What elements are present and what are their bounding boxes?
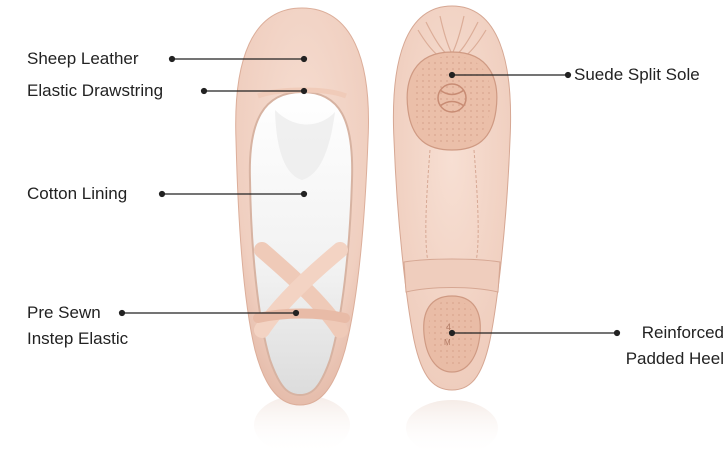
label-pre-sewn-instep-elastic: Pre Sewn Instep Elastic xyxy=(27,300,128,352)
label-heel-line2: Padded Heel xyxy=(626,346,724,372)
label-suede-split-sole: Suede Split Sole xyxy=(574,62,700,88)
label-pre-sewn-line1: Pre Sewn xyxy=(27,300,128,326)
left-shoe-top-view xyxy=(236,8,369,455)
label-elastic-drawstring: Elastic Drawstring xyxy=(27,78,163,104)
label-reinforced-padded-heel: Reinforced Padded Heel xyxy=(626,320,724,372)
label-heel-line1: Reinforced xyxy=(626,320,724,346)
label-sheep-leather: Sheep Leather xyxy=(27,46,139,72)
label-cotton-lining: Cotton Lining xyxy=(27,181,127,207)
heel-width-stamp: M xyxy=(444,338,451,347)
callout-leaders xyxy=(120,57,620,336)
label-pre-sewn-line2: Instep Elastic xyxy=(27,326,128,352)
